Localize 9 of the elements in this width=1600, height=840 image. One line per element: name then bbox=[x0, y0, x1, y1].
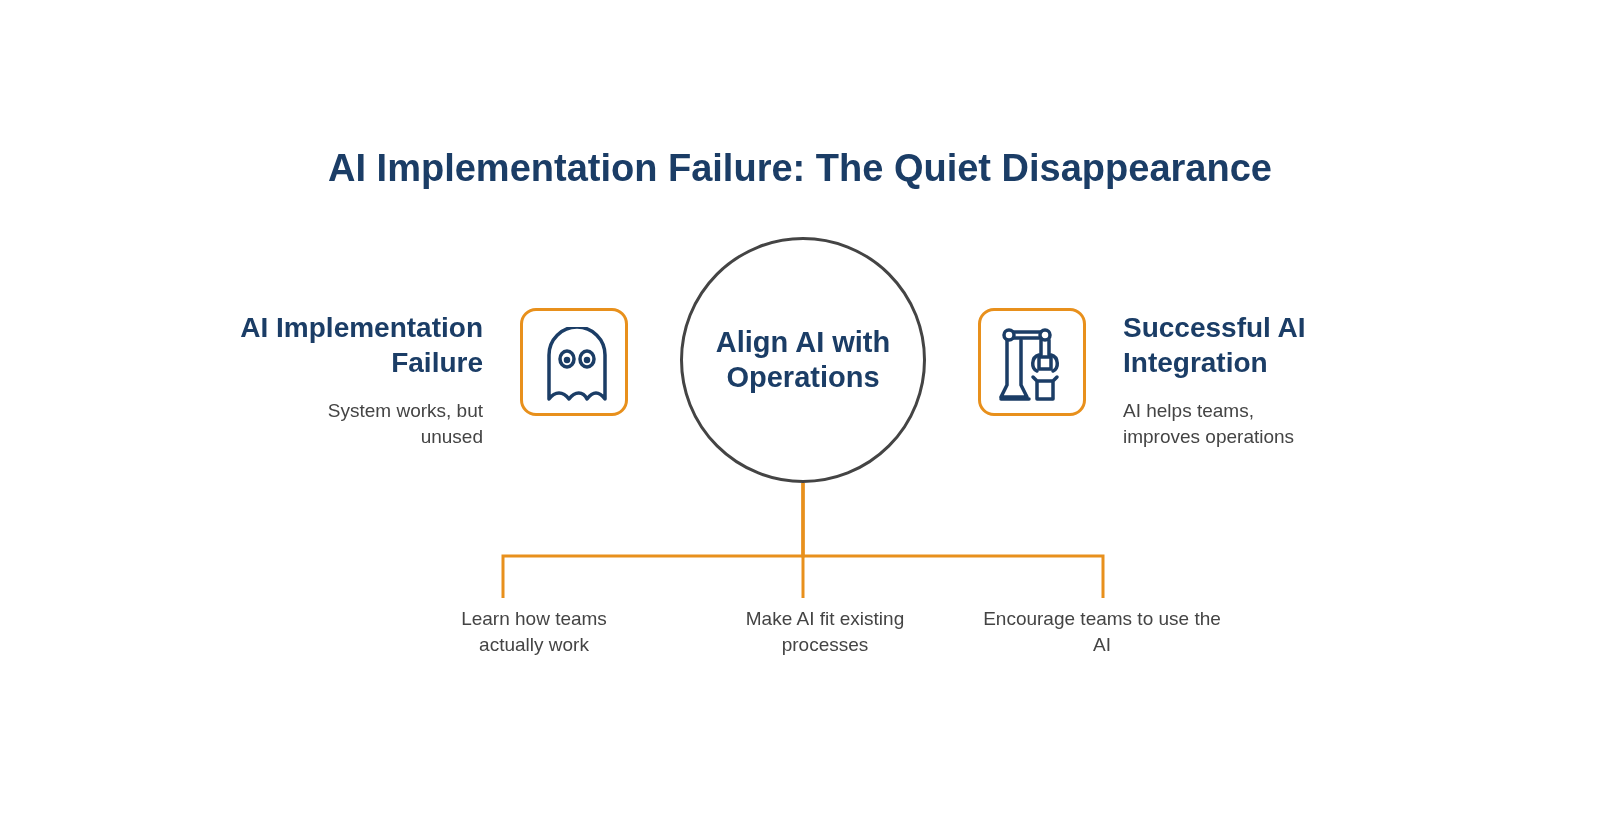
description: AI helps teams, improves operations bbox=[1123, 399, 1296, 449]
step-text: Make AI fit existing processes bbox=[725, 606, 925, 658]
title: AI Implementation Failure: The Quiet Disappearance bbox=[327, 146, 1273, 191]
description: System works, but unused bbox=[326, 399, 483, 449]
step-text: Learn how teams actually work bbox=[434, 606, 634, 658]
heading: AI Implementation Failure bbox=[239, 311, 483, 380]
connector-line bbox=[801, 483, 1105, 598]
step-text: Encourage teams to use the AI bbox=[977, 606, 1227, 658]
heading: Successful AI Integration bbox=[1123, 311, 1307, 380]
